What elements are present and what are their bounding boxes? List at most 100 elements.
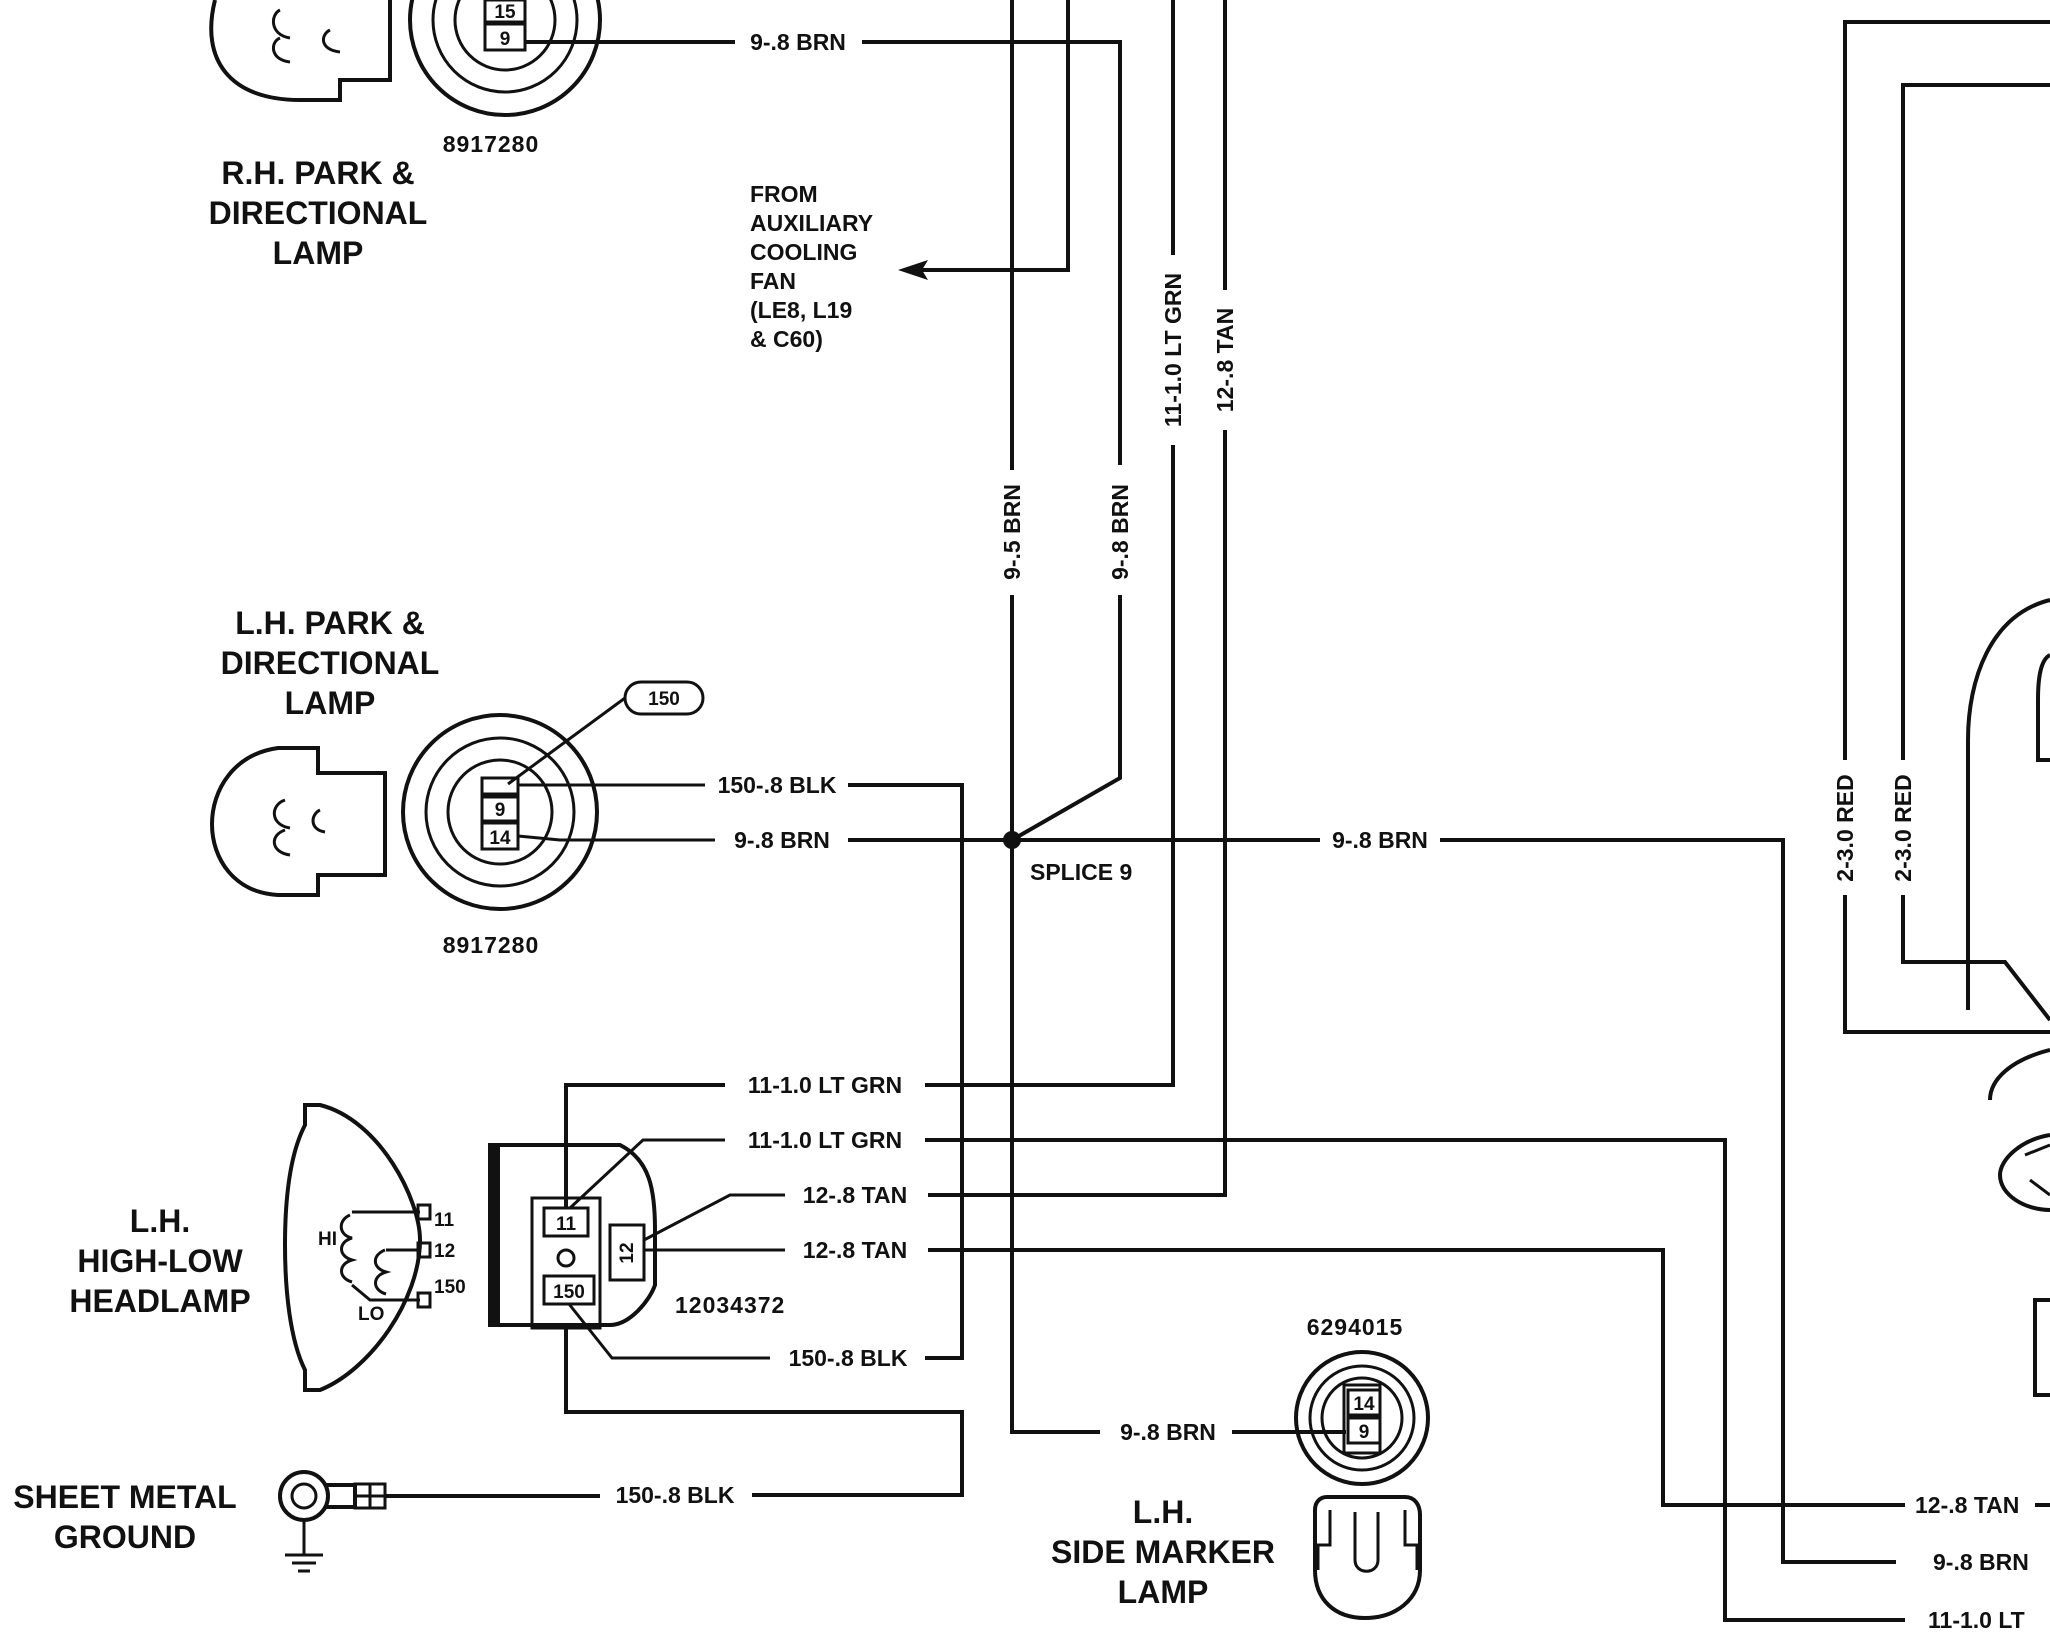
headlamp-connector-body bbox=[488, 1143, 657, 1327]
red-1-wire-bottom bbox=[1843, 895, 2050, 1034]
lh-side-marker-socket: 14 9 bbox=[1294, 1350, 1430, 1486]
hl-tan-1-label: 12-.8 TAN bbox=[803, 1182, 907, 1208]
headlamp-connector-part-number: 12034372 bbox=[675, 1292, 785, 1318]
side-marker-pin-9: 9 bbox=[1359, 1422, 1370, 1443]
v-95-brn-label: 9-.5 BRN bbox=[999, 484, 1025, 580]
right-tan-label: 12-.8 TAN bbox=[1915, 1492, 2019, 1518]
ground-symbol-icon bbox=[285, 1520, 323, 1573]
rh-park-label-line-2: DIRECTIONAL bbox=[209, 195, 428, 231]
lh-headlamp-label-line-3: HEADLAMP bbox=[69, 1283, 250, 1319]
lh-park-pin-14: 14 bbox=[489, 828, 511, 849]
ground-label-line-1: SHEET METAL bbox=[13, 1479, 236, 1515]
lh-park-part-number: 8917280 bbox=[443, 932, 540, 958]
hl-blk-wire-left bbox=[567, 1303, 770, 1360]
aux-fan-note: FROM AUXILIARY COOLING FAN (LE8, L19 & C… bbox=[750, 181, 873, 352]
side-marker-filament bbox=[1353, 1512, 1380, 1573]
lh-headlamp-label-line-2: HIGH-LOW bbox=[77, 1243, 243, 1279]
rh-park-brn-wire-right bbox=[862, 40, 1122, 465]
aux-fan-line-2: AUXILIARY bbox=[750, 210, 873, 236]
v-tan-label: 12-.8 TAN bbox=[1212, 308, 1238, 412]
lh-park-label-line-1: L.H. PARK & bbox=[235, 605, 425, 641]
side-marker-pin-14: 14 bbox=[1353, 1394, 1375, 1415]
right-ltgrn-label: 11-1.0 LT bbox=[1928, 1607, 2025, 1633]
rh-park-lamp-filament bbox=[271, 8, 291, 64]
lh-headlamp-hi-filament bbox=[339, 1213, 358, 1284]
v-95-brn-wire-bottom bbox=[1010, 595, 1100, 1434]
rh-park-socket-outer bbox=[408, 0, 602, 117]
aux-fan-line-6: & C60) bbox=[750, 326, 823, 352]
lh-headlamp-terminal-150: 150 bbox=[434, 1277, 466, 1298]
splice-9-label: SPLICE 9 bbox=[1030, 859, 1132, 885]
right-brn-label: 9-.8 BRN bbox=[1933, 1549, 2029, 1575]
aux-fan-line-3: COOLING bbox=[750, 239, 857, 265]
side-marker-label-line-3: LAMP bbox=[1118, 1574, 1209, 1610]
hl-tan-1-wire-left bbox=[643, 1193, 785, 1242]
right-edge-component bbox=[1966, 598, 2050, 1397]
side-marker-label-line-2: SIDE MARKER bbox=[1051, 1534, 1275, 1570]
side-marker-label-line-1: L.H. bbox=[1133, 1494, 1193, 1530]
hl-tan-2-label: 12-.8 TAN bbox=[803, 1237, 907, 1263]
lh-headlamp-label-line-1: L.H. bbox=[130, 1203, 190, 1239]
hl-ltgrn-2-label: 11-1.0 LT GRN bbox=[748, 1127, 902, 1153]
rh-park-pin-9: 9 bbox=[500, 29, 511, 50]
aux-fan-line-5: (LE8, L19 bbox=[750, 297, 852, 323]
rh-park-pin-15: 15 bbox=[494, 2, 516, 23]
ground-label-line-2: GROUND bbox=[54, 1519, 196, 1555]
ground-blk-wire bbox=[564, 1325, 964, 1497]
rh-park-label-line-3: LAMP bbox=[273, 235, 364, 271]
aux-fan-line-4: FAN bbox=[750, 268, 796, 294]
lh-park-callout: 150 bbox=[507, 680, 705, 786]
splice-right-brn-label: 9-.8 BRN bbox=[1332, 827, 1428, 853]
headlamp-connector-pin-11: 11 bbox=[556, 1214, 577, 1235]
headlamp-connector-pin-150: 150 bbox=[553, 1282, 585, 1303]
rh-park-lamp-label: R.H. PARK & DIRECTIONAL LAMP bbox=[209, 155, 428, 271]
side-marker-brn-label: 9-.8 BRN bbox=[1120, 1419, 1216, 1445]
lh-park-label-line-2: DIRECTIONAL bbox=[221, 645, 440, 681]
lh-park-lamp-label: L.H. PARK & DIRECTIONAL LAMP bbox=[221, 605, 440, 721]
side-marker-label: L.H. SIDE MARKER LAMP bbox=[1051, 1494, 1275, 1610]
splice-right-brn-wire bbox=[1440, 838, 1896, 1564]
aux-fan-line-1: FROM bbox=[750, 181, 818, 207]
lh-park-brn-wire-left bbox=[517, 834, 715, 842]
lh-park-label-line-3: LAMP bbox=[285, 685, 376, 721]
v-tan-wire-bottom bbox=[928, 430, 1227, 1197]
splice-9-dot bbox=[1003, 831, 1021, 849]
headlamp-connector: 11 150 12 bbox=[488, 1143, 657, 1330]
hl-ltgrn-1-wire-left bbox=[564, 1083, 725, 1208]
lh-headlamp-lo: LO bbox=[358, 1304, 384, 1325]
headlamp-connector-pin-12: 12 bbox=[617, 1242, 638, 1263]
lh-park-callout-text: 150 bbox=[648, 689, 680, 710]
lh-park-brn-label: 9-.8 BRN bbox=[734, 827, 830, 853]
lh-headlamp-terminal-11: 11 bbox=[434, 1210, 455, 1231]
lh-park-blk-label: 150-.8 BLK bbox=[718, 772, 837, 798]
red-2-wire-top bbox=[1901, 83, 2050, 760]
rh-park-brn-label: 9-.8 BRN bbox=[750, 29, 846, 55]
lh-park-blk-wire-right bbox=[848, 783, 964, 1360]
lh-park-lamp-filament bbox=[272, 798, 326, 857]
lh-headlamp-housing bbox=[282, 1103, 423, 1392]
red-1-wire-top bbox=[1843, 20, 2050, 760]
ground-terminal-icon bbox=[278, 1470, 600, 1573]
rh-park-label-line-1: R.H. PARK & bbox=[221, 155, 414, 191]
lh-headlamp: HI LO 11 12 150 bbox=[282, 1103, 466, 1392]
lh-headlamp-label: L.H. HIGH-LOW HEADLAMP bbox=[69, 1203, 250, 1319]
lh-headlamp-terminal-12: 12 bbox=[434, 1241, 455, 1262]
hl-ltgrn-1-label: 11-1.0 LT GRN bbox=[748, 1072, 902, 1098]
red-2-wire-bottom bbox=[1901, 895, 2050, 1022]
hl-tan-2-wire-right bbox=[928, 1248, 1905, 1507]
aux-fan-wire bbox=[920, 0, 1070, 272]
hl-ltgrn-2-wire-right bbox=[925, 1138, 1905, 1622]
ground-blk-label: 150-.8 BLK bbox=[616, 1482, 735, 1508]
red-1-label: 2-3.0 RED bbox=[1832, 774, 1858, 881]
v-98-brn-label: 9-.8 BRN bbox=[1107, 484, 1133, 580]
lh-park-lamp: 9 14 bbox=[210, 713, 599, 911]
sheet-metal-ground-label: SHEET METAL GROUND bbox=[13, 1479, 236, 1555]
aux-fan-arrow-icon bbox=[898, 260, 928, 280]
red-2-label: 2-3.0 RED bbox=[1890, 774, 1916, 881]
lh-park-socket-outer bbox=[401, 713, 599, 911]
v-ltgrn-wire-bottom bbox=[925, 445, 1175, 1087]
lh-park-pin-9: 9 bbox=[495, 800, 506, 821]
rh-park-lamp: 15 9 bbox=[209, 0, 602, 117]
v-98-brn-wire-bottom bbox=[1011, 595, 1122, 842]
